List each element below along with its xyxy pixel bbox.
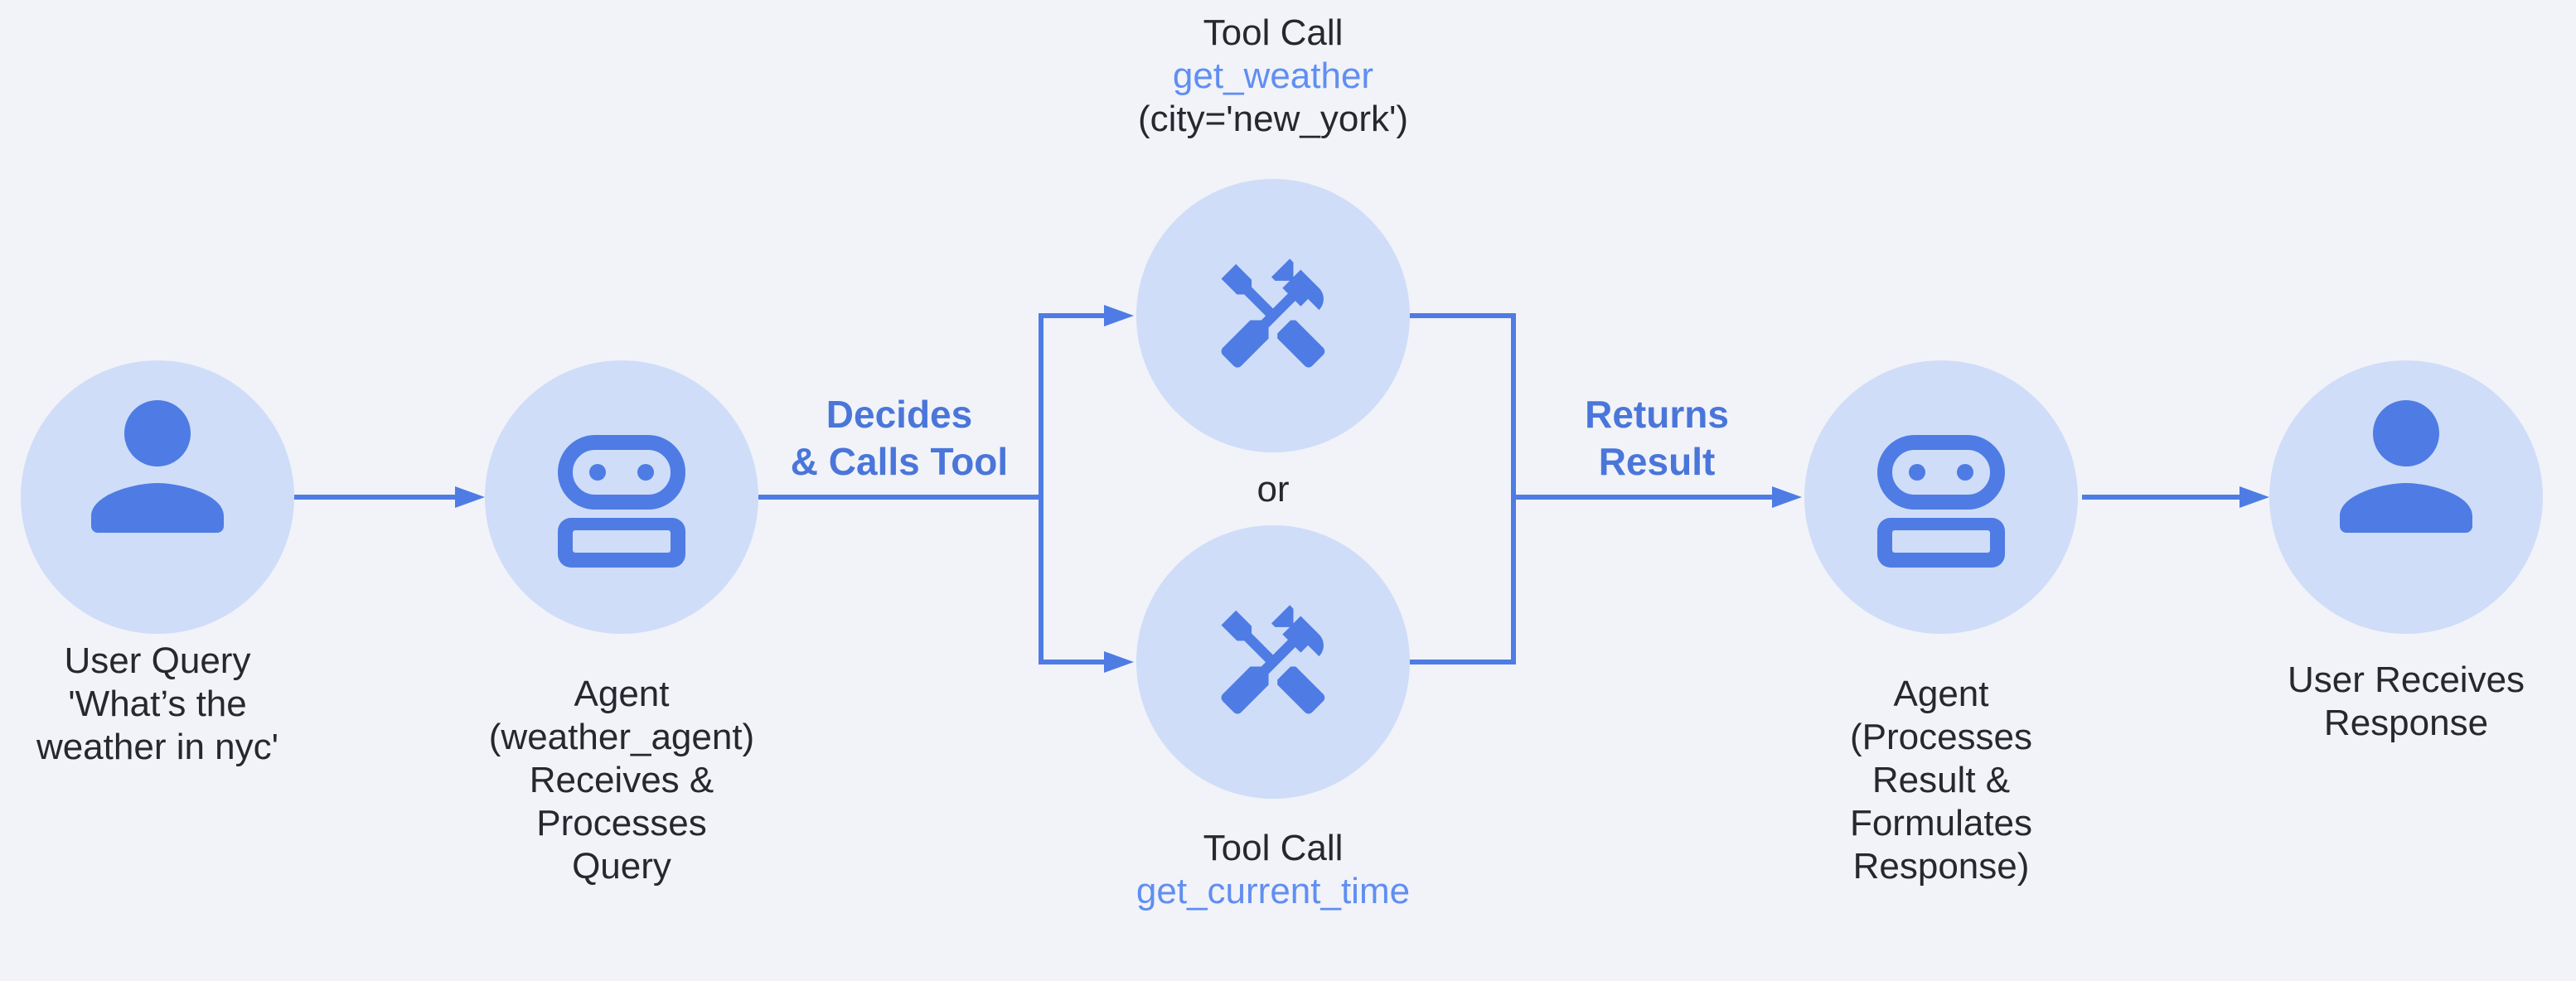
- user-response-label-line: Response: [2323, 703, 2489, 743]
- handyman-icon: [1221, 605, 1325, 714]
- tool-get-weather-label: Tool Call get_weather (city='new_york'): [1024, 12, 1522, 141]
- person-icon: [2340, 400, 2472, 533]
- arrowhead-merge-to-agent: [1772, 486, 1802, 508]
- agent-in-label-line: Agent: [574, 674, 670, 714]
- returns-result-label: Returns Result: [1585, 393, 1729, 483]
- agent-in-label-line: (weather_agent): [488, 717, 755, 757]
- arrowhead-agent-to-user: [2239, 486, 2269, 508]
- user-query-label-line: 'What’s the: [68, 684, 247, 724]
- user-response-circle: [2269, 360, 2543, 634]
- connector-user-to-agent: [294, 495, 455, 500]
- user-query-circle: [21, 360, 294, 634]
- arrowhead-time-tool: [1104, 651, 1134, 673]
- user-query-label-line: weather in nyc': [36, 727, 279, 767]
- agent-out-circle: [1804, 360, 2078, 634]
- tool-name-get-current-time: get_current_time: [1135, 871, 1411, 911]
- arrowhead-user-to-agent: [455, 486, 485, 508]
- or-label: or: [1257, 469, 1290, 510]
- tool-args-label-line: (city='new_york'): [1137, 99, 1409, 139]
- agent-out-label: Agent (Processes Result & Formulates Res…: [1734, 673, 2148, 888]
- connector-agent-to-user: [2082, 495, 2239, 500]
- agent-in-label-line: Receives &: [529, 760, 714, 800]
- user-response-label-line: User Receives: [2287, 660, 2525, 700]
- branch-split-line: [1039, 313, 1043, 664]
- handyman-icon: [1221, 259, 1325, 368]
- agent-out-label-line: Agent: [1893, 674, 1989, 714]
- robot-icon: [1877, 435, 2005, 568]
- agent-out-label-line: (Processes: [1849, 717, 2033, 757]
- person-icon: [91, 400, 224, 533]
- user-query-label-line: User Query: [64, 640, 251, 681]
- connector-agent-to-branch: [758, 495, 1041, 500]
- tool-call-label-line: Tool Call: [1203, 12, 1344, 53]
- decides-calls-tool-label: Decides & Calls Tool: [790, 393, 1009, 483]
- connector-time-tool-to-merge: [1410, 660, 1513, 664]
- connector-branch-to-weather-tool: [1041, 313, 1104, 318]
- user-response-label: User Receives Response: [2199, 659, 2576, 745]
- agent-out-label-line: Formulates: [1849, 803, 2033, 843]
- connector-branch-to-time-tool: [1041, 660, 1104, 664]
- tool-get-current-time-circle: [1136, 525, 1410, 799]
- user-query-label: User Query 'What’s the weather in nyc': [0, 640, 365, 769]
- robot-icon: [558, 435, 685, 568]
- agent-out-label-line: Response): [1852, 846, 2030, 887]
- connector-merge-to-agent: [1513, 495, 1772, 500]
- tool-call-label-line: Tool Call: [1203, 828, 1344, 868]
- arrowhead-weather-tool: [1104, 305, 1134, 326]
- agent-in-circle: [485, 360, 758, 634]
- tool-get-current-time-label: Tool Call get_current_time: [1024, 827, 1522, 913]
- agent-in-label: Agent (weather_agent) Receives & Process…: [414, 673, 829, 888]
- tool-get-weather-circle: [1136, 179, 1410, 452]
- agent-in-label-line: Processes: [536, 803, 707, 843]
- agent-out-label-line: Result &: [1871, 760, 2011, 800]
- tool-name-get-weather: get_weather: [1172, 56, 1374, 96]
- connector-weather-tool-to-merge: [1410, 313, 1513, 318]
- agent-in-label-line: Query: [572, 846, 671, 887]
- branch-merge-line: [1511, 313, 1516, 664]
